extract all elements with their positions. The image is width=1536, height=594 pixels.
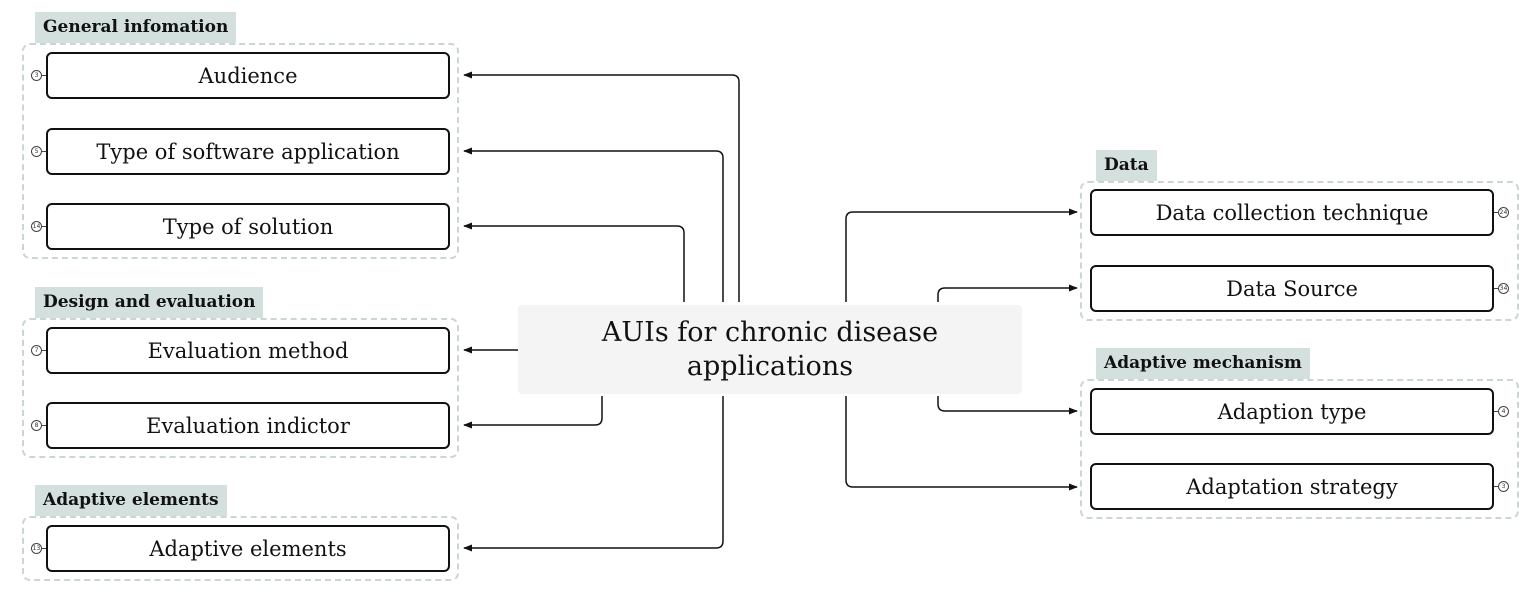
count-tick: [1494, 486, 1498, 487]
connector-solution-type: [463, 222, 685, 302]
connector-software-type: [463, 147, 724, 302]
count-tick: [42, 151, 46, 152]
central-topic-line-2: applications: [686, 350, 854, 382]
group-title-data: Data: [1096, 150, 1157, 181]
node-evaluation-indicator: Evaluation indictor: [46, 402, 450, 449]
count-badge-software-type: 5: [31, 146, 42, 157]
node-adaptation-strategy: Adaptation strategy: [1090, 463, 1494, 510]
count-badge-adaptation-strategy: 3: [1498, 481, 1509, 492]
group-frame-data: [1080, 181, 1519, 321]
count-tick: [1494, 288, 1498, 289]
node-audience: Audience: [46, 52, 450, 99]
group-frame-design-evaluation: [22, 318, 459, 458]
count-tick: [1494, 411, 1498, 412]
connector-adaptive-elements: [463, 396, 724, 552]
group-title-general: General infomation: [35, 12, 237, 43]
count-badge-evaluation-method: 7: [31, 345, 42, 356]
connector-audience: [463, 71, 740, 302]
count-badge-adaptive-elements: 13: [31, 543, 42, 554]
connector-evaluation-indicator: [463, 396, 603, 429]
node-evaluation-method: Evaluation method: [46, 327, 450, 374]
count-badge-data-collection: 24: [1498, 207, 1509, 218]
count-badge-adaption-type: 4: [1498, 406, 1509, 417]
count-tick: [42, 350, 46, 351]
count-tick: [42, 548, 46, 549]
count-tick: [42, 226, 46, 227]
node-software-type: Type of software application: [46, 128, 450, 175]
count-tick: [42, 75, 46, 76]
node-adaptive-elements: Adaptive elements: [46, 525, 450, 572]
node-data-collection: Data collection technique: [1090, 189, 1494, 236]
count-tick: [1494, 212, 1498, 213]
group-title-adaptive-mechanism: Adaptive mechanism: [1096, 348, 1310, 379]
count-badge-audience: 3: [31, 70, 42, 81]
connector-data-collection: [845, 208, 1078, 302]
central-topic-line-1: AUIs for chronic disease: [601, 316, 939, 348]
count-badge-solution-type: 14: [31, 221, 42, 232]
count-badge-data-source: 34: [1498, 283, 1509, 294]
central-topic: AUIs for chronic disease applications: [518, 305, 1022, 394]
node-solution-type: Type of solution: [46, 203, 450, 250]
connector-adaption-type: [937, 396, 1078, 415]
group-title-design-evaluation: Design and evaluation: [35, 287, 264, 318]
group-frame-adaptive-elements: [22, 516, 459, 581]
connector-data-source: [937, 284, 1078, 302]
group-title-adaptive-elements: Adaptive elements: [35, 485, 227, 516]
node-data-source: Data Source: [1090, 265, 1494, 312]
count-badge-evaluation-indicator: 8: [31, 420, 42, 431]
group-frame-general: [22, 43, 459, 259]
count-tick: [42, 425, 46, 426]
connector-adaptation-strategy: [845, 396, 1078, 491]
node-adaption-type: Adaption type: [1090, 388, 1494, 435]
group-frame-adaptive-mechanism: [1080, 379, 1519, 519]
